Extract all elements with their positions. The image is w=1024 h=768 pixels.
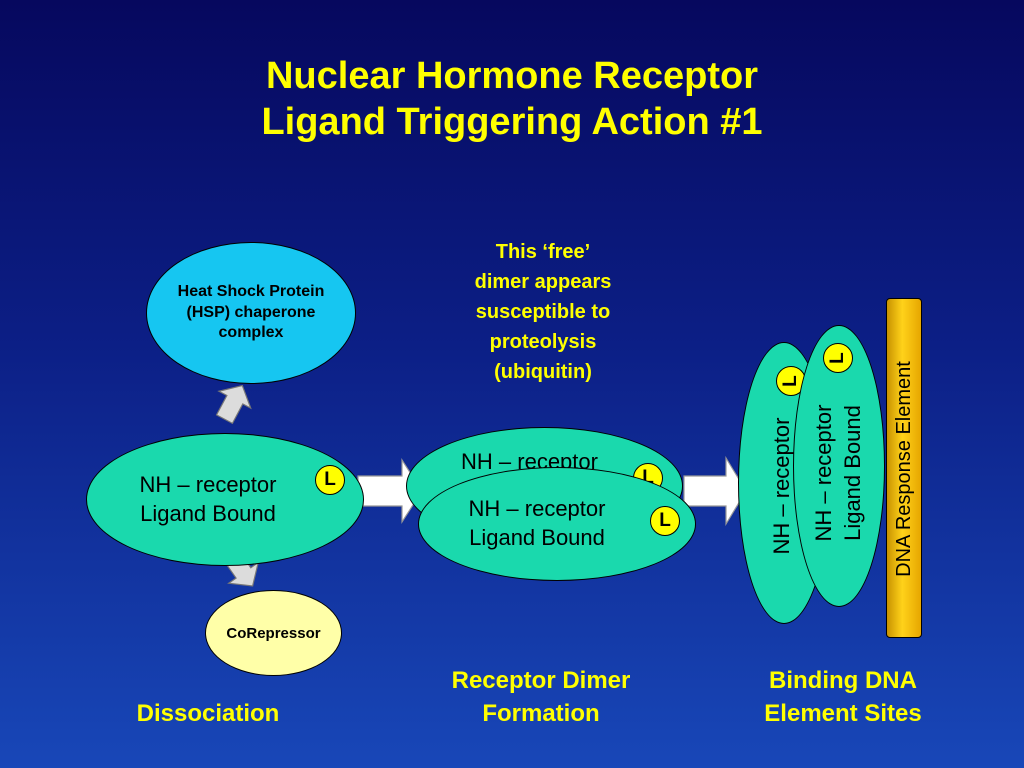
receptor-dissociation: NH – receptor Ligand Bound — [86, 433, 364, 566]
slide-title: Nuclear Hormone Receptor Ligand Triggeri… — [0, 54, 1024, 145]
caption-dissociation: Dissociation — [136, 700, 280, 727]
title-line-2: Ligand Triggering Action #1 — [261, 100, 763, 143]
hsp-complex: Heat Shock Protein (HSP) chaperone compl… — [146, 242, 356, 384]
receptor-label: NH – receptor Ligand Bound — [139, 471, 277, 526]
arrow-dissociate-hsp — [215, 384, 252, 425]
ligand-badge: L — [650, 506, 680, 536]
title-line-1: Nuclear Hormone Receptor — [265, 55, 758, 97]
hsp-label: Heat Shock Protein (HSP) chaperone compl… — [177, 282, 325, 342]
ligand-badge: L — [823, 343, 853, 373]
arrow-to-dimer — [357, 457, 423, 525]
dna-response-element — [886, 298, 922, 638]
dna-bound-receptor-front-label: NH – receptor Ligand Bound — [811, 404, 865, 542]
dna-response-element-label-wrap: DNA Response Element — [889, 299, 919, 639]
dimer-receptor-front: NH – receptor Ligand Bound — [418, 467, 696, 581]
corepressor: CoRepressor — [205, 590, 342, 676]
caption-binding-dna: Binding DNA Element Sites — [764, 667, 922, 728]
ligand-badge: L — [315, 465, 345, 495]
dna-response-element-label: DNA Response Element — [892, 361, 915, 577]
receptor-label: NH – receptor Ligand Bound — [468, 496, 606, 550]
free-dimer-note: This ‘free’ dimer appears susceptible to… — [474, 241, 612, 383]
caption-dimer-formation: Receptor Dimer Formation — [451, 667, 631, 728]
arrow-to-dna — [683, 455, 747, 527]
corepressor-label: CoRepressor — [226, 624, 321, 642]
